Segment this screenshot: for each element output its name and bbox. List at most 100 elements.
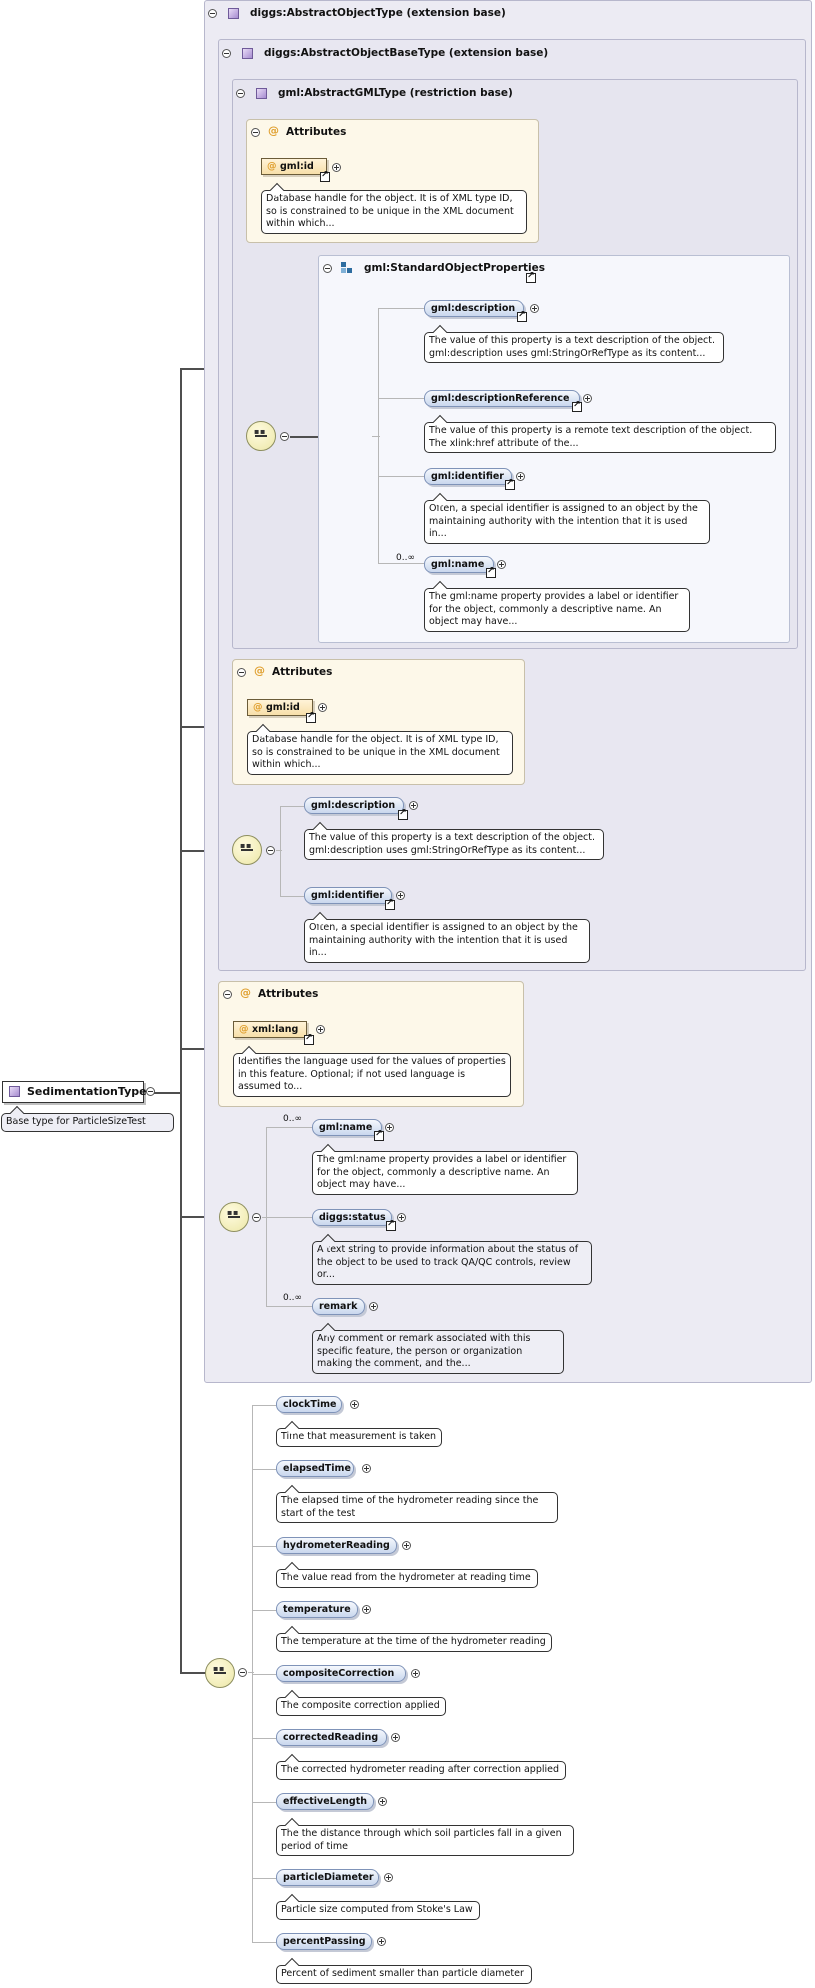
connector-line bbox=[248, 1672, 254, 1673]
element-elapsed-time[interactable]: elapsedTime bbox=[276, 1460, 354, 1477]
reference-arrow-icon[interactable] bbox=[526, 271, 536, 283]
base-gml-description-doc: The value of this property is a text des… bbox=[304, 829, 604, 860]
collapse-icon[interactable] bbox=[266, 846, 275, 855]
connector-line bbox=[180, 1048, 220, 1050]
abstract-object-base-title: diggs:AbstractObjectBaseType (extension … bbox=[264, 47, 549, 59]
connector-line bbox=[280, 806, 304, 807]
expand-icon[interactable] bbox=[396, 891, 405, 900]
reference-arrow-icon[interactable] bbox=[374, 1129, 384, 1141]
element-gml-identifier[interactable]: gml:identifier bbox=[424, 468, 512, 485]
element-diggs-status[interactable]: diggs:status bbox=[312, 1209, 392, 1226]
element-hydrometer-reading[interactable]: hydrometerReading bbox=[276, 1537, 397, 1554]
element-clock-time[interactable]: clockTime bbox=[276, 1396, 342, 1413]
connector-line bbox=[252, 1738, 276, 1739]
collapse-icon[interactable] bbox=[223, 990, 232, 999]
connector-line bbox=[372, 436, 380, 437]
elapsed-time-doc: The elapsed time of the hydrometer readi… bbox=[276, 1492, 558, 1523]
collapse-icon[interactable] bbox=[251, 128, 260, 137]
expand-icon[interactable] bbox=[369, 1302, 378, 1311]
reference-arrow-icon[interactable] bbox=[304, 1033, 314, 1045]
connector-line bbox=[252, 1802, 276, 1803]
attribute-xml-lang[interactable]: xml:lang bbox=[233, 1021, 307, 1038]
element-gml-description[interactable]: gml:description bbox=[424, 300, 524, 317]
expand-icon[interactable] bbox=[316, 1025, 325, 1034]
collapse-icon[interactable] bbox=[208, 9, 217, 18]
element-gml-description[interactable]: gml:description bbox=[304, 797, 404, 814]
complex-type-icon bbox=[228, 8, 239, 19]
expand-icon[interactable] bbox=[497, 560, 506, 569]
expand-icon[interactable] bbox=[391, 1733, 400, 1742]
reference-arrow-icon[interactable] bbox=[306, 711, 316, 723]
expand-icon[interactable] bbox=[516, 472, 525, 481]
collapse-icon[interactable] bbox=[280, 432, 289, 441]
cardinality-label: 0..∞ bbox=[396, 553, 415, 563]
expand-icon[interactable] bbox=[409, 801, 418, 810]
sequence-icon[interactable] bbox=[246, 421, 276, 451]
expand-icon[interactable] bbox=[397, 1213, 406, 1222]
expand-icon[interactable] bbox=[377, 1937, 386, 1946]
particle-diameter-doc: Particle size computed from Stoke's Law bbox=[276, 1901, 480, 1920]
collapse-icon[interactable] bbox=[323, 264, 332, 273]
element-remark[interactable]: remark bbox=[312, 1298, 365, 1315]
collapse-icon[interactable] bbox=[237, 668, 246, 677]
expand-icon[interactable] bbox=[350, 1400, 359, 1409]
element-gml-identifier[interactable]: gml:identifier bbox=[304, 887, 392, 904]
connector-line bbox=[280, 896, 304, 897]
expand-icon[interactable] bbox=[362, 1464, 371, 1473]
expand-icon[interactable] bbox=[384, 1873, 393, 1882]
connector-line bbox=[266, 1127, 267, 1306]
connector-line bbox=[378, 398, 424, 399]
element-corrected-reading[interactable]: correctedReading bbox=[276, 1729, 387, 1746]
collapse-icon[interactable] bbox=[252, 1213, 261, 1222]
base-attributes-title: Attributes bbox=[272, 666, 333, 678]
element-effective-length[interactable]: effectiveLength bbox=[276, 1793, 374, 1810]
reference-arrow-icon[interactable] bbox=[517, 310, 527, 322]
obj-gml-name-doc: The gml:name property provides a label o… bbox=[312, 1151, 578, 1195]
reference-arrow-icon[interactable] bbox=[505, 478, 515, 490]
connector-line bbox=[266, 1306, 312, 1307]
collapse-icon[interactable] bbox=[146, 1087, 155, 1096]
gml-description-doc: The value of this property is a text des… bbox=[424, 332, 724, 363]
expand-icon[interactable] bbox=[402, 1541, 411, 1550]
collapse-icon[interactable] bbox=[238, 1668, 247, 1677]
expand-icon[interactable] bbox=[318, 703, 327, 712]
expand-icon[interactable] bbox=[530, 304, 539, 313]
sequence-icon[interactable] bbox=[205, 1658, 235, 1688]
element-gml-name[interactable]: gml:name bbox=[424, 556, 494, 573]
hydrometer-reading-doc: The value read from the hydrometer at re… bbox=[276, 1569, 538, 1588]
reference-arrow-icon[interactable] bbox=[385, 898, 395, 910]
element-gml-description-reference[interactable]: gml:descriptionReference bbox=[424, 390, 580, 407]
expand-icon[interactable] bbox=[411, 1669, 420, 1678]
reference-arrow-icon[interactable] bbox=[320, 170, 330, 182]
expand-icon[interactable] bbox=[362, 1605, 371, 1614]
attribute-gml-id[interactable]: gml:id bbox=[247, 699, 313, 716]
sequence-icon[interactable] bbox=[219, 1202, 249, 1232]
element-particle-diameter[interactable]: particleDiameter bbox=[276, 1869, 379, 1886]
standard-props-title: gml:StandardObjectProperties bbox=[364, 262, 545, 274]
attribute-gml-id[interactable]: gml:id bbox=[261, 158, 327, 175]
expand-icon[interactable] bbox=[332, 163, 341, 172]
element-temperature[interactable]: temperature bbox=[276, 1601, 358, 1618]
percent-passing-doc: Percent of sediment smaller than particl… bbox=[276, 1965, 532, 1984]
connector-line bbox=[378, 476, 424, 477]
composite-correction-doc: The composite correction applied bbox=[276, 1697, 446, 1716]
remark-doc: Any comment or remark associated with th… bbox=[312, 1330, 564, 1374]
expand-icon[interactable] bbox=[378, 1797, 387, 1806]
connector-line bbox=[290, 436, 332, 438]
element-gml-name[interactable]: gml:name bbox=[312, 1119, 382, 1136]
connector-line bbox=[378, 563, 424, 564]
element-percent-passing[interactable]: percentPassing bbox=[276, 1933, 372, 1950]
reference-arrow-icon[interactable] bbox=[486, 566, 496, 578]
collapse-icon[interactable] bbox=[236, 89, 245, 98]
expand-icon[interactable] bbox=[385, 1123, 394, 1132]
collapse-icon[interactable] bbox=[222, 49, 231, 58]
sequence-icon[interactable] bbox=[232, 835, 262, 865]
element-composite-correction[interactable]: compositeCorrection bbox=[276, 1665, 406, 1682]
root-type-box[interactable]: SedimentationType bbox=[2, 1081, 147, 1103]
reference-arrow-icon[interactable] bbox=[398, 808, 408, 820]
connector-line bbox=[252, 1405, 276, 1406]
expand-icon[interactable] bbox=[583, 394, 592, 403]
reference-arrow-icon[interactable] bbox=[572, 400, 582, 412]
connector-line bbox=[252, 1546, 276, 1547]
reference-arrow-icon[interactable] bbox=[386, 1219, 396, 1231]
